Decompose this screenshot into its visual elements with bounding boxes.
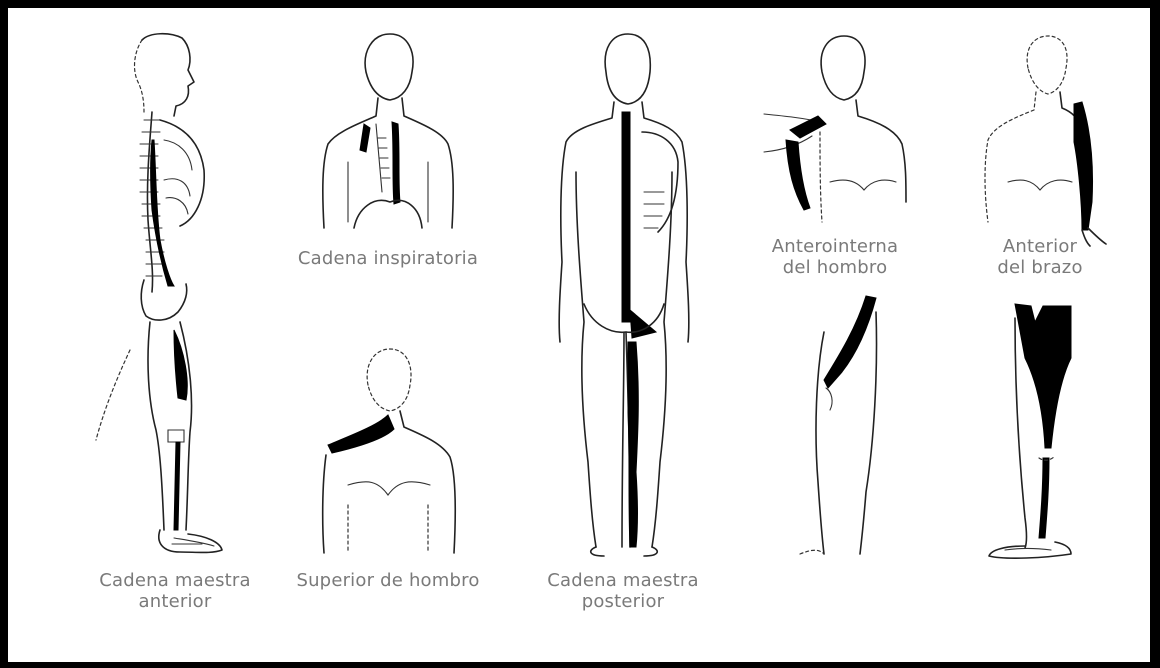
label-line: Anterior [965, 236, 1115, 257]
label-line: posterior [528, 591, 718, 612]
label-line: del hombro [750, 257, 920, 278]
label-line: Cadena inspiratoria [290, 248, 486, 269]
label-line: Cadena maestra [528, 570, 718, 591]
anterointernal-leg-figure [790, 292, 890, 557]
shoulder-anterointernal-chain-figure [760, 32, 910, 232]
posterior-master-chain-label: Cadena maestra posterior [528, 570, 718, 612]
label-line: del brazo [965, 257, 1115, 278]
arm-anterior-chain-figure [978, 32, 1118, 247]
arm-anterior-chain-label: Anterior del brazo [965, 236, 1115, 278]
shoulder-superior-chain-figure [318, 345, 458, 555]
shoulder-superior-chain-label: Superior de hombro [288, 570, 488, 591]
label-line: anterior [80, 591, 270, 612]
arm-anterior-leg-figure [985, 298, 1085, 560]
posterior-master-chain-figure [548, 32, 698, 557]
inspiratory-chain-figure [318, 32, 458, 232]
label-line: Anterointerna [750, 236, 920, 257]
anterior-master-chain-label: Cadena maestra anterior [80, 570, 270, 612]
inspiratory-chain-label: Cadena inspiratoria [290, 248, 486, 269]
shoulder-anterointernal-chain-label: Anterointerna del hombro [750, 236, 920, 278]
anterior-master-chain-figure [90, 30, 240, 560]
label-line: Superior de hombro [288, 570, 488, 591]
label-line: Cadena maestra [80, 570, 270, 591]
